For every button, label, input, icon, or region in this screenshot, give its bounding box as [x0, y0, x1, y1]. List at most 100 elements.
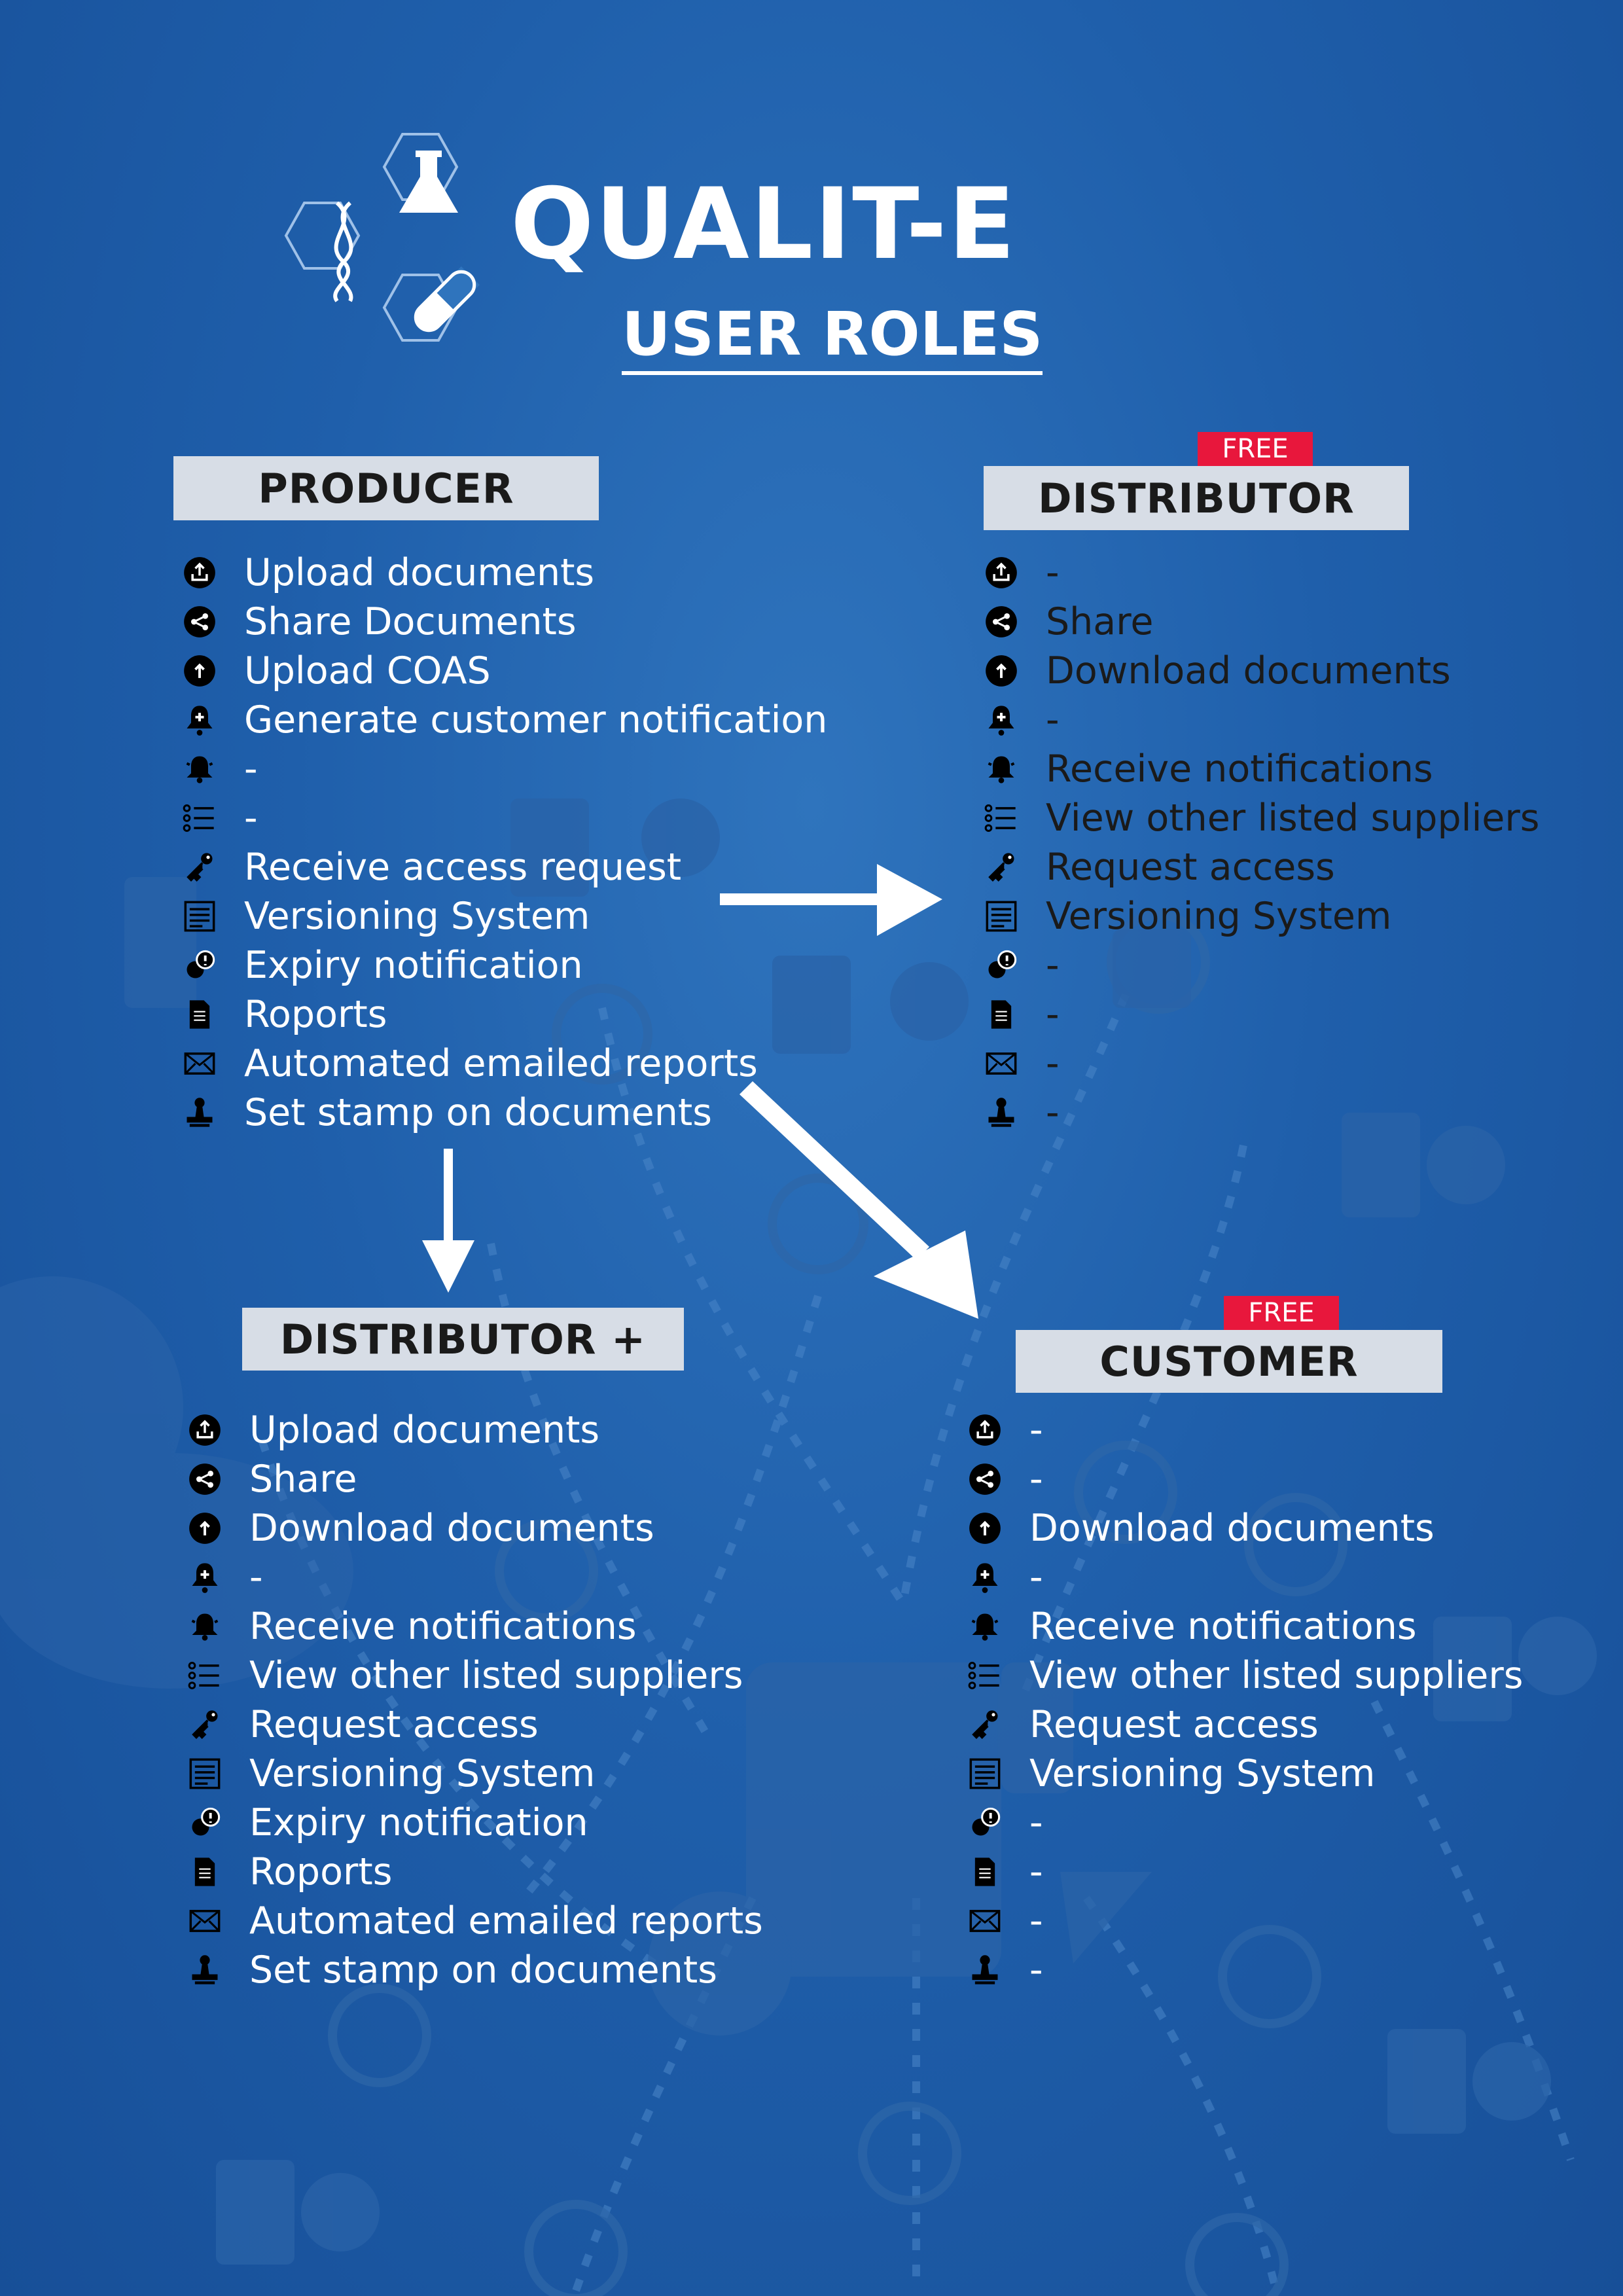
- list-item: Versioning System: [982, 891, 1540, 941]
- list-item: Roports: [185, 1847, 763, 1896]
- item-label: -: [1029, 1948, 1043, 1992]
- list-item: Upload documents: [185, 1405, 763, 1454]
- list-item: Versioning System: [185, 1749, 763, 1798]
- list-item: Upload documents: [180, 548, 827, 597]
- list-item: Receive notifications: [982, 744, 1540, 793]
- list-item: Receive notifications: [185, 1602, 763, 1651]
- item-label: Receive access request: [244, 845, 682, 889]
- list-icon: [185, 1656, 224, 1695]
- customer-title: CUSTOMER: [1016, 1330, 1442, 1393]
- mail-icon: [982, 1044, 1021, 1083]
- arrow-up-icon: [185, 1509, 224, 1548]
- item-label: Request access: [1046, 845, 1335, 889]
- item-label: Versioning System: [1029, 1751, 1376, 1795]
- list-item: -: [180, 793, 827, 842]
- list-item: -: [965, 1798, 1524, 1847]
- list-item: Expiry notification: [185, 1798, 763, 1847]
- list-item: View other listed suppliers: [965, 1651, 1524, 1700]
- list-item: Automated emailed reports: [180, 1039, 827, 1088]
- document-icon: [965, 1852, 1005, 1892]
- list-item: -: [965, 1847, 1524, 1896]
- pill-icon: [414, 266, 480, 332]
- item-label: -: [1029, 1801, 1043, 1844]
- document-icon: [180, 995, 219, 1034]
- key-icon: [982, 848, 1021, 887]
- expiry-icon: [965, 1803, 1005, 1842]
- list-item: Set stamp on documents: [180, 1088, 827, 1137]
- item-label: View other listed suppliers: [249, 1653, 743, 1697]
- list-item: View other listed suppliers: [982, 793, 1540, 842]
- item-label: Upload documents: [249, 1408, 600, 1452]
- list-item: Request access: [965, 1700, 1524, 1749]
- arrow-to-customer: [740, 1081, 978, 1319]
- item-label: Expiry notification: [249, 1801, 588, 1844]
- item-label: Share: [1046, 600, 1154, 643]
- list-icon: [180, 798, 219, 838]
- item-label: Automated emailed reports: [249, 1899, 763, 1943]
- item-label: Request access: [1029, 1702, 1319, 1746]
- key-icon: [185, 1705, 224, 1744]
- logo-hexagons: [284, 133, 480, 342]
- item-label: Versioning System: [244, 894, 590, 938]
- list-item: Generate customer notification: [180, 695, 827, 744]
- list-item: -: [180, 744, 827, 793]
- upload-icon: [185, 1410, 224, 1450]
- bell-plus-icon: [982, 700, 1021, 740]
- list-item: Roports: [180, 990, 827, 1039]
- item-label: -: [1029, 1408, 1043, 1452]
- versioning-icon: [180, 897, 219, 936]
- item-label: Receive notifications: [1046, 747, 1433, 791]
- producer-title: PRODUCER: [173, 456, 599, 520]
- list-icon: [965, 1656, 1005, 1695]
- item-label: -: [249, 1555, 263, 1599]
- item-label: Versioning System: [249, 1751, 596, 1795]
- list-item: Request access: [185, 1700, 763, 1749]
- item-label: Versioning System: [1046, 894, 1392, 938]
- item-label: -: [1046, 1041, 1060, 1085]
- expiry-icon: [185, 1803, 224, 1842]
- mail-icon: [185, 1901, 224, 1941]
- arrow-up-icon: [965, 1509, 1005, 1548]
- item-label: Download documents: [249, 1506, 654, 1550]
- item-label: -: [244, 747, 258, 791]
- bell-plus-icon: [965, 1558, 1005, 1597]
- key-icon: [180, 848, 219, 887]
- item-label: -: [1046, 698, 1060, 742]
- bell-icon: [185, 1607, 224, 1646]
- bell-plus-icon: [180, 700, 219, 740]
- list-item: Upload COAS: [180, 646, 827, 695]
- list-item: -: [982, 695, 1540, 744]
- brand-title: QUALIT-E: [510, 168, 1017, 281]
- item-label: Share Documents: [244, 600, 577, 643]
- item-label: Receive notifications: [249, 1604, 637, 1648]
- list-item: Share: [982, 597, 1540, 646]
- list-item: -: [982, 1039, 1540, 1088]
- mail-icon: [180, 1044, 219, 1083]
- distributor-title: DISTRIBUTOR: [984, 466, 1409, 530]
- distributor-free-badge: FREE: [1198, 432, 1313, 466]
- list-item: Automated emailed reports: [185, 1896, 763, 1945]
- item-label: -: [1029, 1899, 1043, 1943]
- item-label: View other listed suppliers: [1029, 1653, 1524, 1697]
- item-label: View other listed suppliers: [1046, 796, 1540, 840]
- bell-plus-icon: [185, 1558, 224, 1597]
- arrow-up-icon: [180, 651, 219, 691]
- item-label: -: [1046, 992, 1060, 1036]
- item-label: -: [1029, 1457, 1043, 1501]
- list-item: -: [982, 990, 1540, 1039]
- expiry-icon: [982, 946, 1021, 985]
- list-item: -: [185, 1552, 763, 1602]
- bell-icon: [982, 749, 1021, 789]
- item-label: Roports: [249, 1850, 393, 1893]
- versioning-icon: [185, 1754, 224, 1793]
- upload-icon: [965, 1410, 1005, 1450]
- versioning-icon: [965, 1754, 1005, 1793]
- list-item: Versioning System: [180, 891, 827, 941]
- list-item: Receive notifications: [965, 1602, 1524, 1651]
- list-item: -: [965, 1454, 1524, 1503]
- item-label: Set stamp on documents: [249, 1948, 717, 1992]
- list-item: -: [965, 1552, 1524, 1602]
- flask-icon: [399, 151, 458, 213]
